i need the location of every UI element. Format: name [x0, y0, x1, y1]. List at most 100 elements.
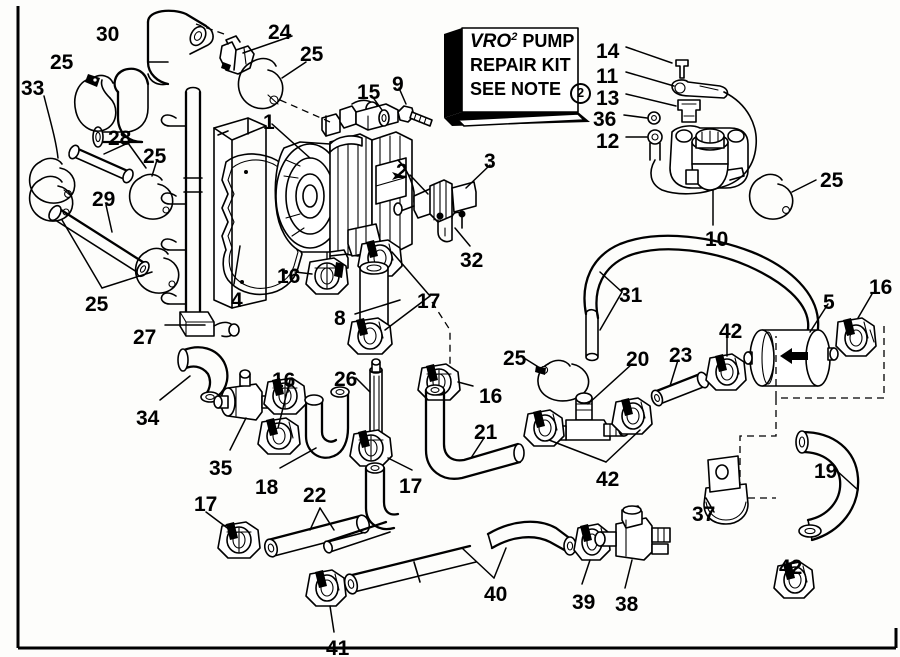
leader-11	[625, 71, 675, 87]
kit-line3-text: SEE NOTE	[470, 79, 562, 99]
callout-number-25: 25	[50, 51, 74, 74]
leader-41	[329, 605, 335, 633]
leader-15	[371, 95, 383, 111]
leader-39	[581, 559, 591, 585]
leader-25c	[151, 159, 158, 177]
hose-30-lower	[92, 67, 150, 148]
clamp-41	[305, 569, 347, 607]
leader-42tee-b	[605, 429, 641, 463]
kit-line1-rest: PUMP	[517, 31, 575, 51]
hose-30	[146, 9, 214, 86]
leader-25-fork-b	[101, 271, 153, 289]
callout-number-15: 15	[357, 81, 381, 104]
callout-number-20: 20	[626, 348, 650, 371]
callout-number-11: 11	[596, 65, 619, 88]
terminal-12	[647, 129, 663, 161]
callout-number-36: 36	[593, 108, 617, 131]
leader-8	[354, 299, 401, 315]
leader-24	[242, 35, 293, 54]
leader-16mid-b	[277, 379, 291, 429]
callout-number-40: 40	[484, 583, 508, 606]
leader-42br	[788, 561, 793, 571]
leader-32	[454, 227, 471, 247]
bracket-37	[703, 455, 749, 525]
callout-number-25: 25	[143, 145, 167, 168]
leader-17bottom	[387, 457, 413, 471]
callout-number-5: 5	[823, 291, 835, 314]
ring-25-c	[134, 247, 180, 294]
dash-17	[431, 301, 451, 372]
callout-number-23: 23	[669, 344, 693, 367]
leader-38	[624, 559, 633, 589]
callout-number-16: 16	[277, 265, 301, 288]
callout-number-17: 17	[417, 290, 441, 313]
leader-18	[279, 447, 317, 469]
leader-3	[465, 164, 491, 189]
leader-42tee-a	[548, 439, 607, 463]
callout-number-1: 1	[263, 111, 275, 134]
hose-40-long	[343, 544, 477, 595]
leader-26	[355, 377, 371, 393]
callout-number-10: 10	[705, 228, 729, 251]
leader-4	[233, 245, 241, 285]
connector-24	[219, 35, 255, 75]
leader-17b	[384, 295, 431, 331]
leader-28	[103, 142, 129, 155]
filter-13	[677, 99, 701, 123]
clamp-16-mid-b	[257, 417, 301, 455]
clip-32	[436, 210, 466, 243]
kit-brand-superscript: 2	[511, 31, 518, 43]
leader-1	[271, 123, 311, 159]
callout-number-31: 31	[619, 284, 643, 307]
callout-number-33: 33	[21, 77, 45, 100]
callout-number-34: 34	[136, 407, 160, 430]
callout-number-22: 22	[303, 484, 327, 507]
callout-number-39: 39	[572, 591, 596, 614]
clamp-42-upper	[705, 353, 747, 391]
callout-number-17: 17	[194, 493, 218, 516]
callout-number-38: 38	[615, 593, 639, 616]
leader-31b	[599, 291, 623, 331]
leader-2	[409, 174, 429, 195]
leader-20	[587, 363, 633, 405]
callout-number-35: 35	[209, 457, 233, 480]
diagram-frame	[16, 6, 898, 650]
clamp-42-bottomright	[773, 561, 815, 599]
assembly-dash-filter	[775, 326, 885, 399]
leader-16right	[857, 293, 873, 319]
callout-number-26: 26	[334, 368, 358, 391]
fitting-2-3	[393, 159, 477, 223]
callout-number-25: 25	[503, 347, 527, 370]
callout-number-3: 3	[484, 150, 496, 173]
clamp-16-mid-a	[263, 377, 307, 415]
kit-label-line2: REPAIR KIT	[470, 55, 571, 75]
kit-label-line1: VRO2 PUMP	[470, 31, 575, 53]
clamp-42-tee2	[611, 397, 653, 435]
callout-number-13: 13	[596, 87, 620, 110]
leader-31a	[599, 271, 623, 293]
callout-number-30: 30	[96, 23, 120, 46]
leader-25center	[523, 357, 541, 369]
leader-29	[105, 204, 113, 233]
ring-25-top	[237, 57, 284, 110]
callout-number-2: 2	[396, 160, 408, 183]
callout-number-29: 29	[92, 188, 116, 211]
callout-number-14: 14	[596, 40, 620, 63]
hose-34	[177, 346, 229, 403]
bracket-11	[671, 79, 729, 99]
fuel-filter-5	[743, 329, 839, 387]
callout-number-16: 16	[479, 385, 503, 408]
hose-40-curved	[486, 520, 577, 556]
clamp-17-bottomleft	[217, 521, 261, 559]
leader-35	[229, 417, 247, 451]
callout-number-8: 8	[334, 307, 346, 330]
callout-number-25: 25	[300, 43, 324, 66]
callout-number-21: 21	[474, 421, 498, 444]
leader-25top	[281, 61, 307, 79]
clamp-25-topleft	[74, 74, 117, 132]
kit-label-line3: SEE NOTE 2	[470, 79, 592, 104]
leader-21	[470, 437, 485, 459]
vro-pump-1	[274, 99, 413, 271]
clamp-17-bottom	[349, 429, 393, 467]
